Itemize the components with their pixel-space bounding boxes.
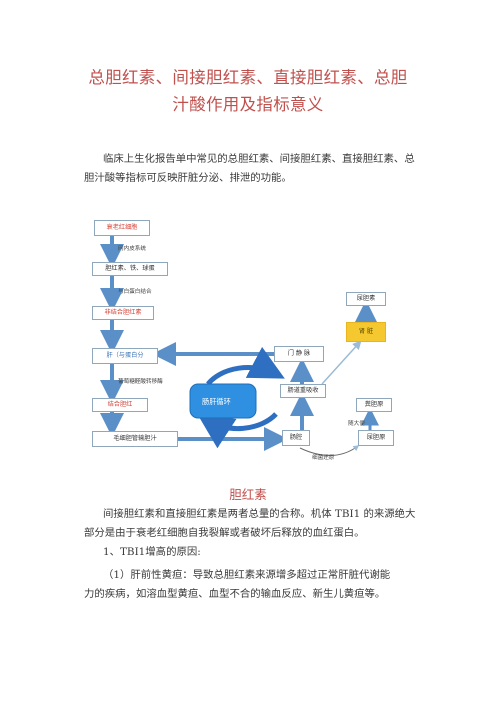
bilirubin-metabolism-diagram: 衰老红细胞 网内皮系统 胆红素、铁、球蛋 与白蛋白结合 非结合胆红素 肝（与蛋白… [86,214,420,461]
cycle-arc-bottom [197,412,278,449]
box-portal-vein: 门 静 脉 [274,346,324,362]
box-conjugated-bilirubin: 结合胆红 [92,398,148,412]
label-glucuronyl-transferase: 葡萄糖醛酸转移酶 [118,379,163,385]
arrow-reabsorb-to-kidney [321,340,362,385]
list-item-1a-line-2: 力的疾病，如溶血型黄疸、血型不合的输血反应、新生儿黄疸等。 [84,588,386,600]
list-item-1: 1、TBI1增高的原因: [103,546,201,558]
intro-line-1: 临床上生化报告单中常见的总胆红素、间接胆红素、直接胆红素、总 [103,153,415,165]
list-item-1a-line-1: （1）肝前性黄疸：导致总胆红素来源增多超过正常肝脏代谢能 [103,569,391,581]
diagram-arrows [100,236,379,457]
label-with-stool: 随大便 [348,421,365,427]
box-unconjugated-bilirubin: 非结合胆红素 [92,306,154,320]
document-title: 总胆红素、间接胆红素、直接胆红素、总胆 汁酸作用及指标意义 [40,64,456,118]
title-line-2: 汁酸作用及指标意义 [172,95,324,114]
label-mononuclear-phagocyte: 网内皮系统 [118,246,146,252]
box-urobilin: 尿胆素 [346,292,386,306]
box-stercobilinogen: 粪胆原 [356,398,392,412]
box-heme-breakdown: 胆红素、铁、球蛋 [92,262,168,276]
label-albumin-binding: 与白蛋白结合 [118,289,152,295]
box-kidney: 肾 脏 [346,322,386,342]
label-bacterial-reduction: 细菌还原 [312,455,335,461]
arrow-bacterial-reduction [299,445,360,457]
box-senescent-rbc: 衰老红细胞 [94,220,150,236]
box-bile-canaliculi: 毛细胆管输胆汁 [92,431,178,447]
intro-line-2: 胆汁酸等指标可反映肝脏分泌、排泄的功能。 [84,172,292,184]
cycle-arc-top [206,346,285,386]
title-line-1: 总胆红素、间接胆红素、直接胆红素、总胆 [88,68,408,87]
paragraph-2-line-2: 部分是由于衰老红细胞自我裂解或者破坏后释放的血红蛋白。 [84,527,365,539]
box-intestine: 肠腔 [282,430,310,446]
label-enterohepatic-cycle: 肠肝循环 [202,397,231,406]
box-gut-reabsorption: 肠道重吸收 [280,384,326,398]
cycle-center-box [189,383,257,419]
box-urobilinogen: 尿胆原 [358,430,394,446]
paragraph-2-line-1: 间接胆红素和直接胆红素是两者总量的合称。机体 TBI1 的来源绝大 [103,508,416,520]
section-heading-bilirubin: 胆红素 [229,487,267,502]
box-liver: 肝（与蛋白分 [92,348,158,364]
